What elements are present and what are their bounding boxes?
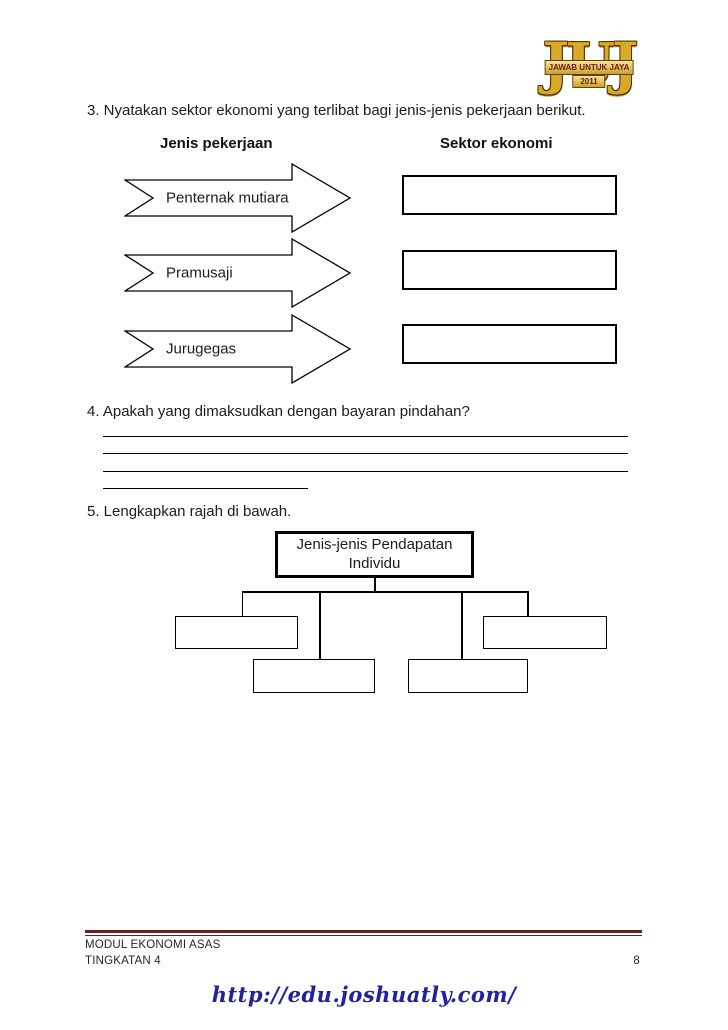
job-label: Pramusaji	[166, 264, 233, 282]
striped-arrow-shape	[124, 163, 352, 233]
answer-line-3[interactable]	[103, 471, 628, 472]
juj-logo: JUJ JAWAB UNTUK JAYA 2011	[534, 34, 644, 100]
answer-line-2[interactable]	[103, 453, 628, 454]
footer-url-link[interactable]: http://edu.joshuatly.com/	[211, 982, 517, 1007]
job-arrow-penternak-mutiara: Penternak mutiara	[124, 163, 352, 233]
question-5-prompt: 5. Lengkapkan rajah di bawah.	[87, 503, 292, 520]
striped-arrow-shape	[124, 314, 352, 384]
job-label: Jurugegas	[166, 340, 237, 358]
job-arrow-jurugegas: Jurugegas	[124, 314, 352, 384]
income-type-box-lower-right[interactable]	[408, 659, 528, 693]
income-type-box-upper-right[interactable]	[483, 616, 607, 649]
answer-line-1[interactable]	[103, 436, 628, 437]
sector-answer-box-3[interactable]	[402, 324, 617, 364]
column-header-sektor-ekonomi: Sektor ekonomi	[440, 135, 553, 152]
question-4-prompt: 4. Apakah yang dimaksudkan dengan bayara…	[87, 403, 470, 420]
job-label: Penternak mutiara	[166, 189, 289, 207]
sector-answer-box-1[interactable]	[402, 175, 617, 215]
connector-drop-far-left	[241, 591, 243, 616]
connector-drop-mid-right	[461, 591, 463, 660]
juj-logo-year: 2011	[572, 75, 606, 88]
juj-logo-banner: JAWAB UNTUK JAYA	[544, 60, 634, 75]
connector-horizontal	[242, 591, 528, 593]
connector-drop-mid-left	[319, 591, 321, 660]
striped-arrow-shape	[124, 238, 352, 308]
diagram-root-box: Jenis-jenis Pendapatan Individu	[275, 531, 474, 578]
answer-line-4[interactable]	[103, 488, 308, 489]
question-3-prompt: 3. Nyatakan sektor ekonomi yang terlibat…	[87, 102, 586, 119]
footer-grade: TINGKATAN 4	[85, 955, 161, 967]
job-arrow-pramusaji: Pramusaji	[124, 238, 352, 308]
connector-drop-far-right	[527, 591, 529, 616]
income-type-box-upper-left[interactable]	[175, 616, 298, 649]
sector-answer-box-2[interactable]	[402, 250, 617, 290]
connector-root-stub	[374, 578, 376, 591]
column-header-jenis-pekerjaan: Jenis pekerjaan	[160, 135, 273, 152]
diagram-root-label: Jenis-jenis Pendapatan Individu	[296, 535, 453, 572]
income-type-box-lower-left[interactable]	[253, 659, 375, 693]
page-number: 8	[633, 955, 640, 967]
footer-module-title: MODUL EKONOMI ASAS	[85, 939, 221, 951]
footer-rule	[85, 930, 642, 936]
